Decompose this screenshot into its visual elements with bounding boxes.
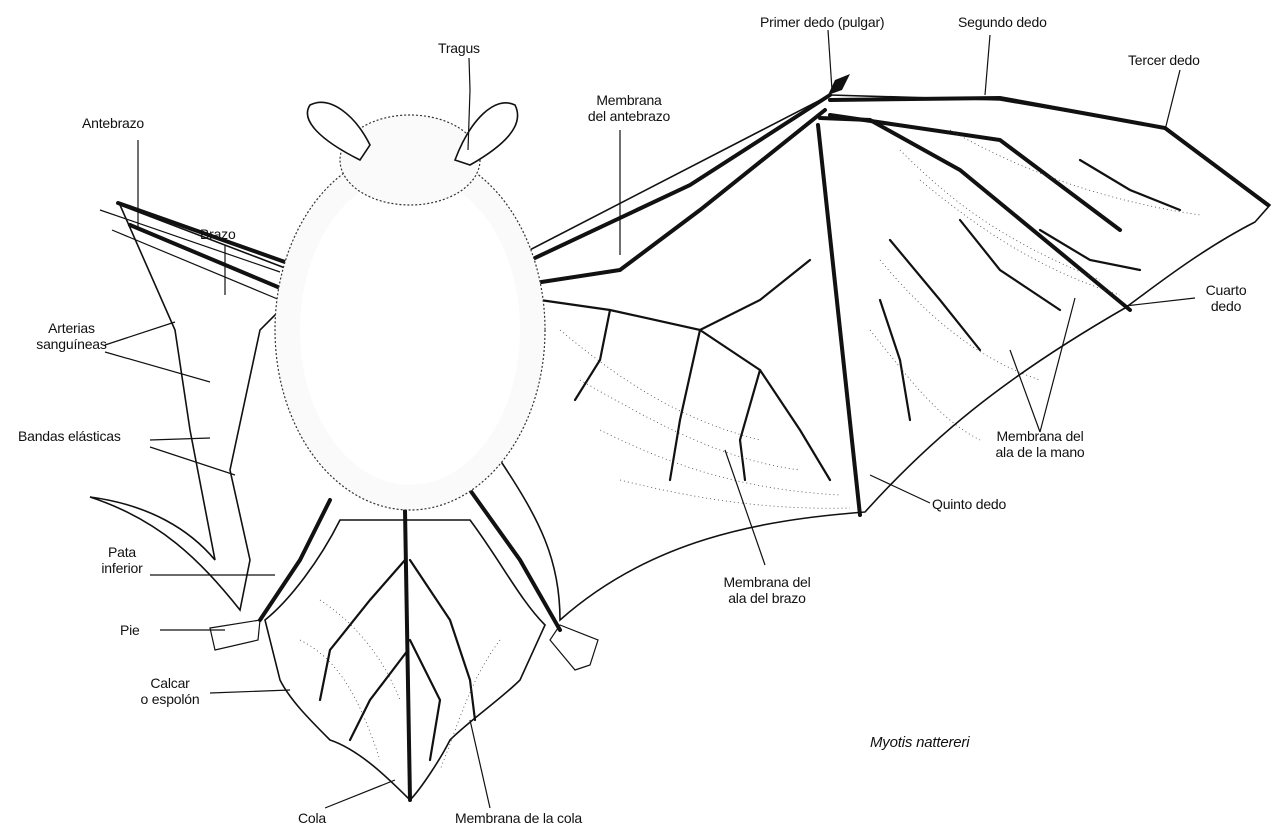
label-segundo-dedo: Segundo dedo — [958, 14, 1047, 30]
label-cola: Cola — [298, 810, 326, 826]
label-tercer-dedo: Tercer dedo — [1128, 52, 1200, 68]
label-antebrazo: Antebrazo — [82, 115, 144, 131]
left-ear — [307, 102, 370, 160]
species-name: Myotis nattereri — [870, 735, 969, 751]
label-bandas: Bandas elásticas — [18, 428, 121, 444]
label-primer-dedo: Primer dedo (pulgar) — [760, 14, 884, 30]
label-membrana-cola: Membrana de la cola — [455, 810, 582, 826]
label-tragus: Tragus — [438, 40, 480, 56]
right-wing-membrane — [500, 95, 1270, 620]
label-pie: Pie — [120, 622, 140, 638]
label-quinto-dedo: Quinto dedo — [932, 496, 1006, 512]
label-brazo: Brazo — [200, 226, 236, 242]
